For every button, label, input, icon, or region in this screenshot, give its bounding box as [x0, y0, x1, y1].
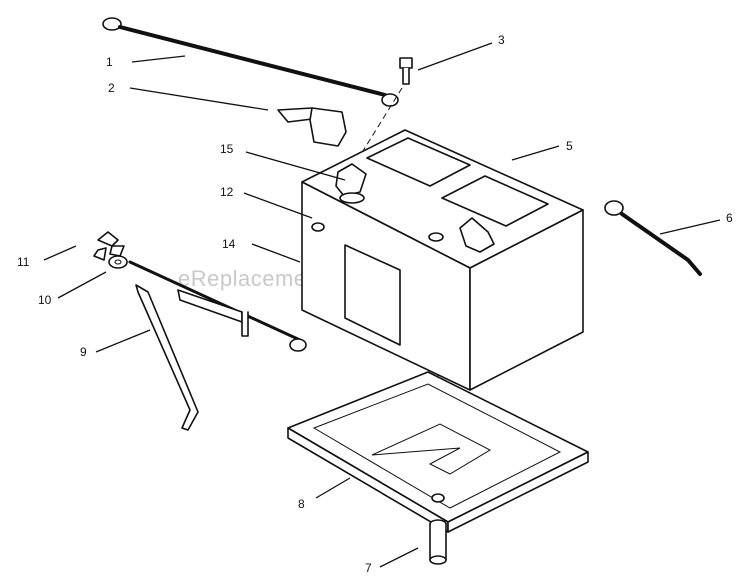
callout-11: 11 [17, 255, 30, 269]
callout-7: 7 [365, 561, 372, 575]
callout-6: 6 [726, 211, 733, 225]
callout-9: 9 [80, 345, 87, 359]
callout-10: 10 [38, 293, 52, 307]
leader-lines [43, 42, 721, 568]
callout-8: 8 [298, 497, 305, 511]
callout-2: 2 [108, 81, 115, 95]
part-11-wing-nut [93, 231, 125, 261]
part-9-j-bolt [135, 284, 199, 431]
part-5-battery [301, 129, 584, 391]
part-2-terminal-boot [277, 107, 347, 147]
part-8-battery-tray [287, 371, 589, 533]
callout-15: 15 [220, 142, 234, 156]
callout-1: 1 [106, 55, 113, 69]
callout-14: 14 [222, 237, 236, 251]
positive-terminal [459, 217, 495, 253]
callout-5: 5 [566, 139, 573, 153]
part-15-terminal-post [335, 163, 367, 204]
part-10-washer [108, 255, 128, 269]
part-1-cable [102, 17, 399, 107]
hold-down-bracket [128, 260, 307, 352]
part-12-vent-cap [311, 222, 325, 232]
callout-labels: 1 2 3 5 6 7 8 9 10 11 12 14 15 [17, 33, 733, 575]
callout-3: 3 [498, 33, 505, 47]
part-6-cable [604, 200, 702, 276]
callout-12: 12 [220, 185, 234, 199]
part-7-pin [429, 519, 447, 565]
part-3-bolt [399, 57, 413, 85]
